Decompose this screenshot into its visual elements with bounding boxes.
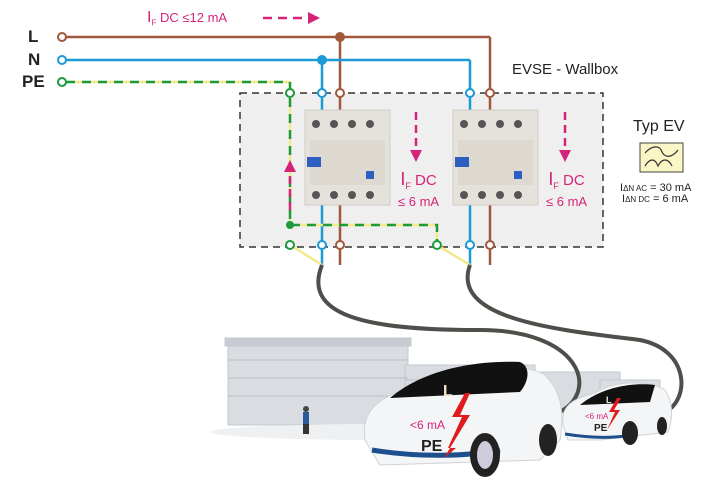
spec-value: = 6 mA <box>649 193 689 205</box>
type-ev-title: Typ EV <box>633 118 685 135</box>
n-junction <box>317 55 327 65</box>
type-ev-specs: IΔN AC = 30 mA IΔN DC = 6 mA <box>620 183 691 205</box>
spec-ac: IΔN AC = 30 mA <box>620 183 691 194</box>
current-value: DC ≤12 mA <box>159 10 228 25</box>
car-1-l-label: L <box>443 383 453 400</box>
wallbox-enclosure <box>239 92 604 248</box>
electric-car-large <box>363 361 563 477</box>
person-figure <box>303 406 309 434</box>
breaker-2-current-label: IF DC ≤ 6 mA <box>546 169 588 209</box>
terminals <box>57 32 495 250</box>
electric-car-small <box>562 382 673 445</box>
current-type: DC <box>563 172 585 189</box>
fault-current-arrows <box>263 16 567 210</box>
spec-symbol: I <box>620 182 624 194</box>
breaker-1-current-label: IF DC ≤ 6 mA <box>398 169 440 209</box>
car-2-current-label: <6 mA <box>585 412 609 421</box>
spec-sub: ΔN DC <box>625 195 650 204</box>
spec-value: = 30 mA <box>647 182 692 194</box>
spec-symbol: I <box>622 193 626 205</box>
current-value: ≤ 6 mA <box>546 194 588 209</box>
car-1-current-label: <6 mA <box>410 418 446 432</box>
supply-fault-current-label: IF DC ≤12 mA <box>147 9 227 28</box>
car-2-pe-label: PE <box>594 423 608 434</box>
car-1-pe-label: PE <box>421 438 443 455</box>
pe-label: PE <box>22 72 45 91</box>
current-symbol: I <box>400 169 406 189</box>
current-subscript: F <box>405 181 411 191</box>
car-2-l-label: L <box>606 395 612 405</box>
current-type: DC <box>415 172 437 189</box>
spec-dc: IΔN DC = 6 mA <box>620 194 691 205</box>
rcd-breaker-2 <box>452 109 539 206</box>
pe-junction <box>286 221 294 229</box>
current-subscript: F <box>151 18 157 28</box>
current-symbol: I <box>548 169 554 189</box>
n-label: N <box>28 50 41 69</box>
l-junction <box>335 32 345 42</box>
current-subscript: F <box>553 181 559 191</box>
l-label: L <box>28 27 39 46</box>
spec-sub: ΔN AC <box>623 184 648 193</box>
ac-dc-waveform-icon <box>639 142 684 173</box>
current-symbol: I <box>147 9 152 26</box>
rcd-breaker-1 <box>304 109 391 206</box>
charging-cables <box>316 264 684 414</box>
wallbox-title: EVSE - Wallbox <box>512 61 619 78</box>
current-value: ≤ 6 mA <box>398 194 440 209</box>
arrow-heads <box>284 12 571 172</box>
